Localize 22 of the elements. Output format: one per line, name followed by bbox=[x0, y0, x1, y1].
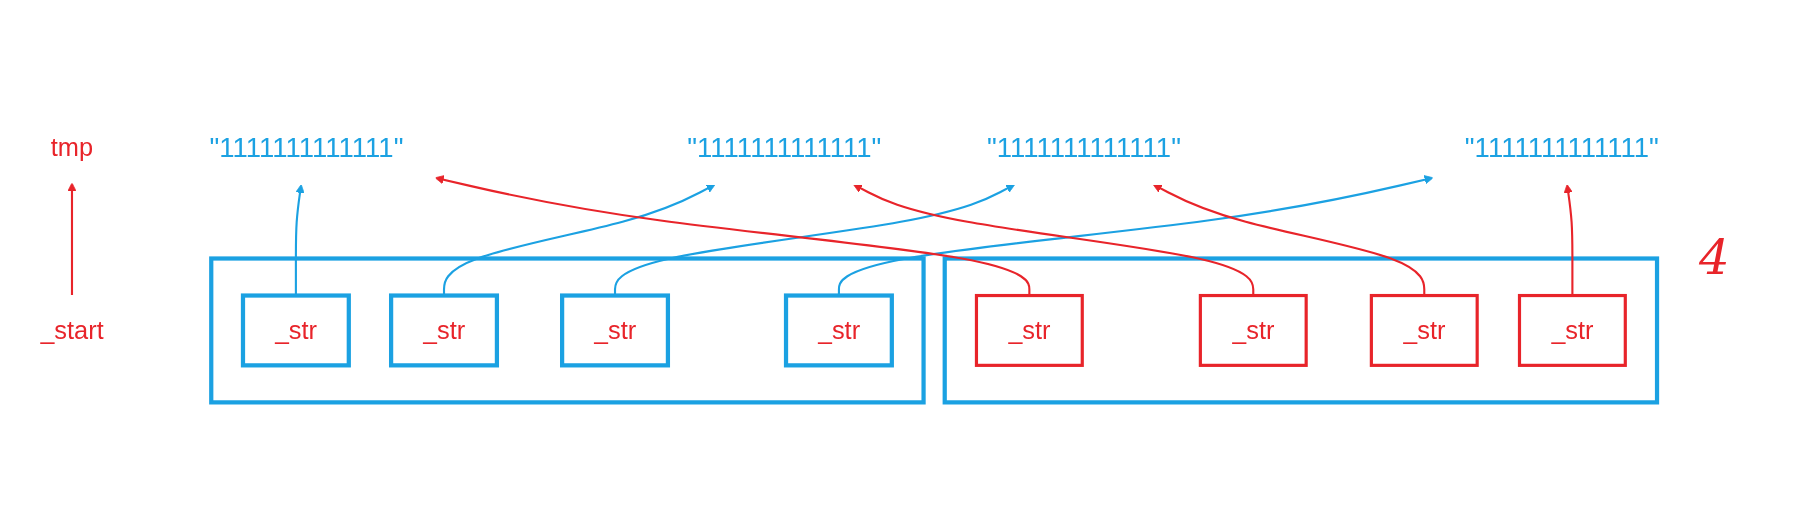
node-text: "1111111111111" bbox=[687, 131, 882, 163]
node-text: "1111111111111" bbox=[987, 131, 1181, 163]
arrow bbox=[1152, 183, 1426, 296]
arrow bbox=[1563, 183, 1574, 296]
arrow bbox=[853, 183, 1255, 296]
node-text: "1111111111111" bbox=[209, 131, 404, 163]
node-text: _start bbox=[40, 315, 104, 344]
node-box: _str bbox=[560, 293, 671, 368]
cluster bbox=[942, 255, 1660, 405]
node-box: _str bbox=[1369, 293, 1479, 367]
node-box: _str bbox=[240, 293, 351, 368]
node-box: _str bbox=[783, 293, 894, 368]
node-box: _str bbox=[1517, 293, 1627, 367]
node-box: _str bbox=[389, 293, 500, 368]
note-text: 4 bbox=[1699, 228, 1731, 285]
node-text: tmp bbox=[50, 132, 94, 162]
arrow bbox=[67, 182, 77, 296]
node-box: _str bbox=[974, 293, 1084, 367]
node-text: "1111111111111" bbox=[1464, 131, 1659, 163]
node-box: _str bbox=[1198, 293, 1308, 367]
cluster bbox=[209, 255, 926, 405]
arrow bbox=[837, 174, 1434, 296]
